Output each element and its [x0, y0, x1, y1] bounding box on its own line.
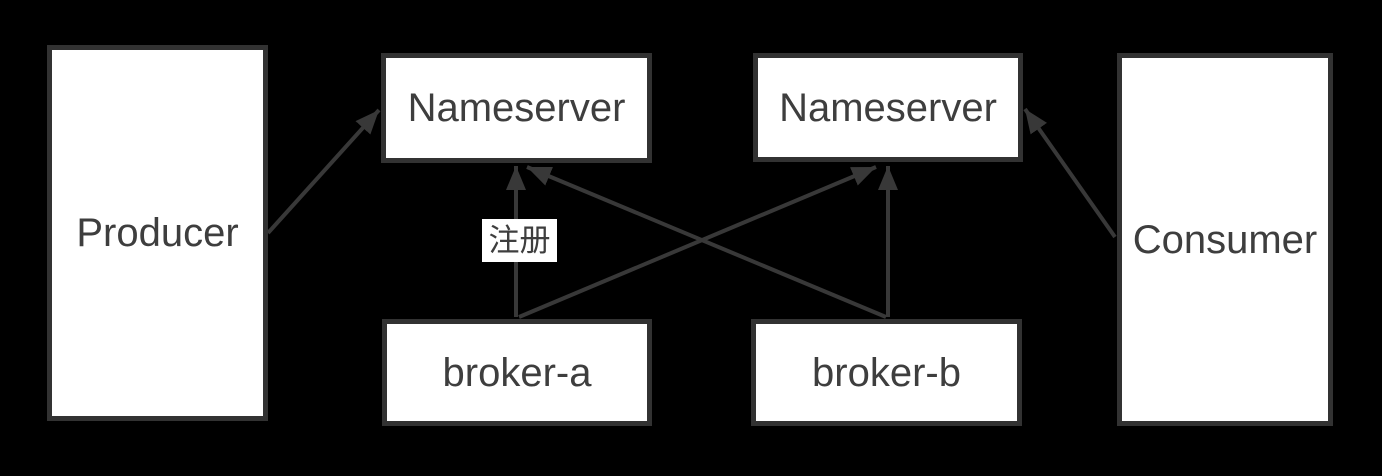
node-nameserver-2: Nameserver	[753, 53, 1023, 162]
edge-label-register: 注册	[482, 219, 557, 262]
node-nameserver-1-label: Nameserver	[407, 86, 626, 130]
edge-producer-to-nameserver1	[266, 108, 381, 235]
node-broker-b-label: broker-b	[812, 350, 961, 395]
node-nameserver-2-label: Nameserver	[779, 85, 997, 130]
node-producer: Producer	[47, 45, 268, 421]
node-consumer-label: Consumer	[1132, 217, 1318, 262]
node-broker-a: broker-a	[382, 319, 652, 426]
node-consumer: Consumer	[1117, 53, 1333, 426]
node-producer-label: Producer	[76, 211, 239, 255]
node-broker-b: broker-b	[751, 319, 1022, 426]
node-broker-a-label: broker-a	[442, 350, 592, 395]
node-nameserver-1: Nameserver	[381, 53, 652, 163]
edge-consumer-to-nameserver2	[1023, 107, 1117, 239]
edge-broker-a-to-nameserver2	[518, 165, 877, 319]
edge-broker-b-to-nameserver1	[526, 165, 887, 319]
